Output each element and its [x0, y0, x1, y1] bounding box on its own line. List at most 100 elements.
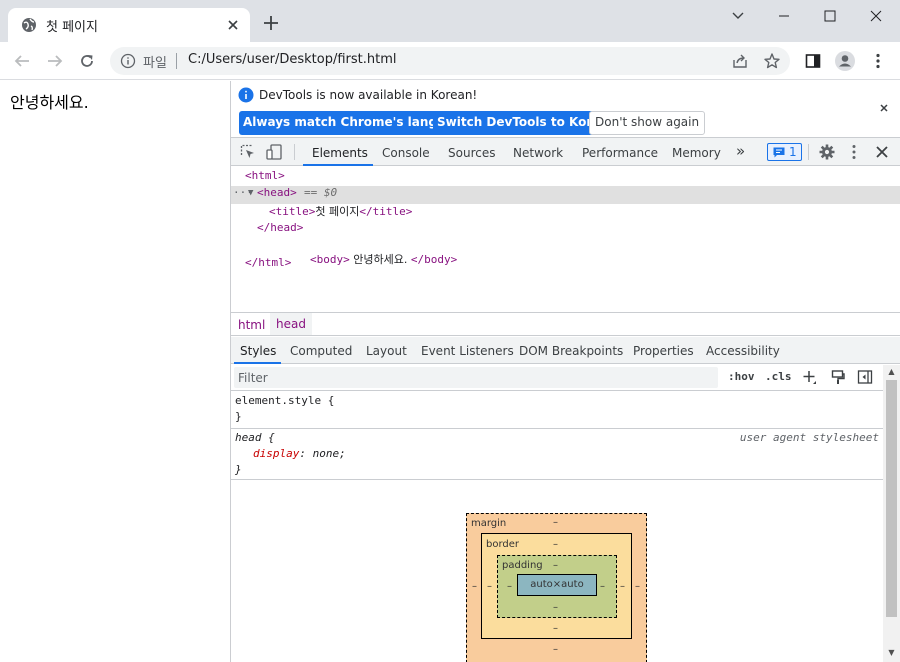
back-arrow-icon[interactable]: [12, 51, 32, 71]
subtab-dom-breakpoints[interactable]: DOM Breakpoints: [519, 344, 624, 358]
margin-bottom-value[interactable]: –: [553, 644, 558, 655]
margin-top-value[interactable]: –: [553, 517, 558, 528]
breadcrumb-html[interactable]: html: [238, 318, 266, 332]
dom-node-html[interactable]: <html>: [231, 169, 900, 187]
infobar-message: DevTools is now available in Korean!: [259, 88, 478, 102]
box-model-content[interactable]: auto×auto: [517, 574, 597, 596]
infobar-close-icon[interactable]: [877, 101, 891, 115]
dom-node-head[interactable]: ··· ▼ <head> == $0: [231, 186, 900, 204]
browser-tab[interactable]: 첫 페이지: [8, 8, 250, 42]
settings-gear-icon[interactable]: [818, 143, 836, 161]
share-icon[interactable]: [731, 52, 749, 70]
close-devtools-icon[interactable]: [873, 143, 891, 161]
subtab-accessibility[interactable]: Accessibility: [706, 344, 780, 358]
border-bottom-value[interactable]: –: [553, 623, 558, 634]
side-panel-icon[interactable]: [803, 51, 823, 71]
devtools-panel: DevTools is now available in Korean! Alw…: [231, 81, 900, 662]
styles-filter-input[interactable]: Filter: [234, 367, 718, 388]
info-icon: [238, 87, 254, 103]
forward-arrow-icon[interactable]: [45, 51, 65, 71]
title-open-tag: <title>: [269, 205, 316, 218]
dom-node-head-close[interactable]: </head>: [231, 221, 900, 239]
tab-title: 첫 페이지: [46, 20, 98, 35]
bookmark-star-icon[interactable]: [763, 52, 781, 70]
margin-right-value[interactable]: –: [635, 581, 640, 592]
tab-sources[interactable]: Sources: [448, 146, 496, 160]
devtools-main-tabs: Elements Console Sources Network Perform…: [231, 138, 900, 166]
tab-console[interactable]: Console: [382, 146, 430, 160]
new-style-rule-plus-icon[interactable]: [802, 369, 818, 385]
tab-performance[interactable]: Performance: [582, 146, 659, 160]
padding-left-value[interactable]: –: [507, 581, 512, 592]
subtab-computed[interactable]: Computed: [290, 344, 353, 358]
tab-elements[interactable]: Elements: [312, 146, 368, 160]
url-separator: [176, 53, 177, 69]
border-top-value[interactable]: –: [553, 539, 558, 550]
dont-show-again-button[interactable]: Don't show again: [589, 111, 706, 135]
element-style-rule[interactable]: element.style { }: [231, 392, 883, 429]
window-close-icon[interactable]: [866, 6, 886, 26]
active-subtab-indicator: [234, 362, 281, 364]
title-close-tag: </title>: [359, 205, 413, 218]
toggle-sidebar-icon[interactable]: [857, 369, 873, 385]
site-info-icon[interactable]: [120, 53, 136, 69]
dom-node-body[interactable]: <body> 안녕하세요. </body>: [231, 238, 900, 266]
element-style-close-brace: }: [235, 410, 242, 423]
issues-badge[interactable]: 1: [767, 143, 802, 161]
toolbar-divider: [808, 144, 809, 160]
new-tab-icon[interactable]: [262, 14, 280, 32]
expand-triangle-icon[interactable]: ▼: [248, 188, 254, 198]
address-bar[interactable]: 파일 C:/Users/user/Desktop/first.html: [110, 47, 790, 75]
border-right-value[interactable]: –: [620, 581, 625, 592]
breadcrumb: html head: [231, 312, 900, 336]
inspect-element-icon[interactable]: [239, 143, 257, 161]
tab-search-chevron-down-icon[interactable]: [728, 6, 748, 26]
scrollbar-thumb[interactable]: [886, 380, 897, 617]
padding-right-value[interactable]: –: [600, 581, 605, 592]
issues-count: 1: [789, 145, 797, 159]
tab-close-icon[interactable]: [225, 17, 241, 33]
breadcrumb-head[interactable]: head: [270, 313, 312, 335]
html-close-tag: </html>: [245, 256, 292, 269]
devtools-splitter[interactable]: [230, 81, 231, 662]
border-label: border: [486, 539, 520, 550]
dom-node-title[interactable]: <title>첫 페이지</title>: [231, 203, 900, 221]
maximize-icon[interactable]: [820, 6, 840, 26]
minimize-icon[interactable]: [774, 6, 794, 26]
html-open-tag: <html>: [245, 169, 285, 182]
url-scheme-label: 파일: [143, 56, 167, 71]
scroll-up-arrow-icon[interactable]: ▲: [888, 367, 895, 376]
hover-state-toggle[interactable]: :hov: [728, 370, 755, 383]
message-icon: [773, 147, 785, 158]
subtab-event-listeners[interactable]: Event Listeners: [421, 344, 514, 358]
css-colon: :: [299, 447, 313, 460]
margin-left-value[interactable]: –: [472, 581, 477, 592]
customize-menu-icon[interactable]: [845, 143, 863, 161]
element-style-selector[interactable]: element.style {: [235, 394, 335, 407]
more-tabs-icon[interactable]: »: [736, 142, 746, 160]
profile-avatar-icon[interactable]: [834, 50, 856, 72]
css-property-value: none;: [312, 447, 346, 460]
subtab-layout[interactable]: Layout: [366, 344, 407, 358]
subtab-styles[interactable]: Styles: [240, 344, 277, 358]
border-left-value[interactable]: –: [487, 581, 492, 592]
padding-top-value[interactable]: –: [553, 560, 558, 571]
chrome-menu-icon[interactable]: [868, 51, 888, 71]
class-toggle[interactable]: .cls: [765, 370, 792, 383]
paint-format-icon[interactable]: [830, 369, 846, 385]
reload-icon[interactable]: [77, 51, 97, 71]
url-text[interactable]: C:/Users/user/Desktop/first.html: [188, 52, 397, 67]
styles-scrollbar[interactable]: ▲ ▼: [883, 365, 900, 662]
node-actions-ellipsis[interactable]: ···: [233, 186, 253, 199]
tab-strip: 첫 페이지: [0, 0, 900, 42]
rule-source-link[interactable]: user agent stylesheet: [739, 431, 879, 444]
dom-node-html-close[interactable]: </html>: [231, 256, 900, 274]
body-open-tag: <body>: [309, 253, 350, 266]
device-toolbar-icon[interactable]: [265, 143, 283, 161]
tab-network[interactable]: Network: [513, 146, 564, 160]
padding-bottom-value[interactable]: –: [553, 602, 558, 613]
tab-memory[interactable]: Memory: [672, 146, 721, 160]
subtab-properties[interactable]: Properties: [633, 344, 694, 358]
selected-node-marker: == $0: [304, 186, 338, 199]
scroll-down-arrow-icon[interactable]: ▼: [888, 648, 895, 657]
